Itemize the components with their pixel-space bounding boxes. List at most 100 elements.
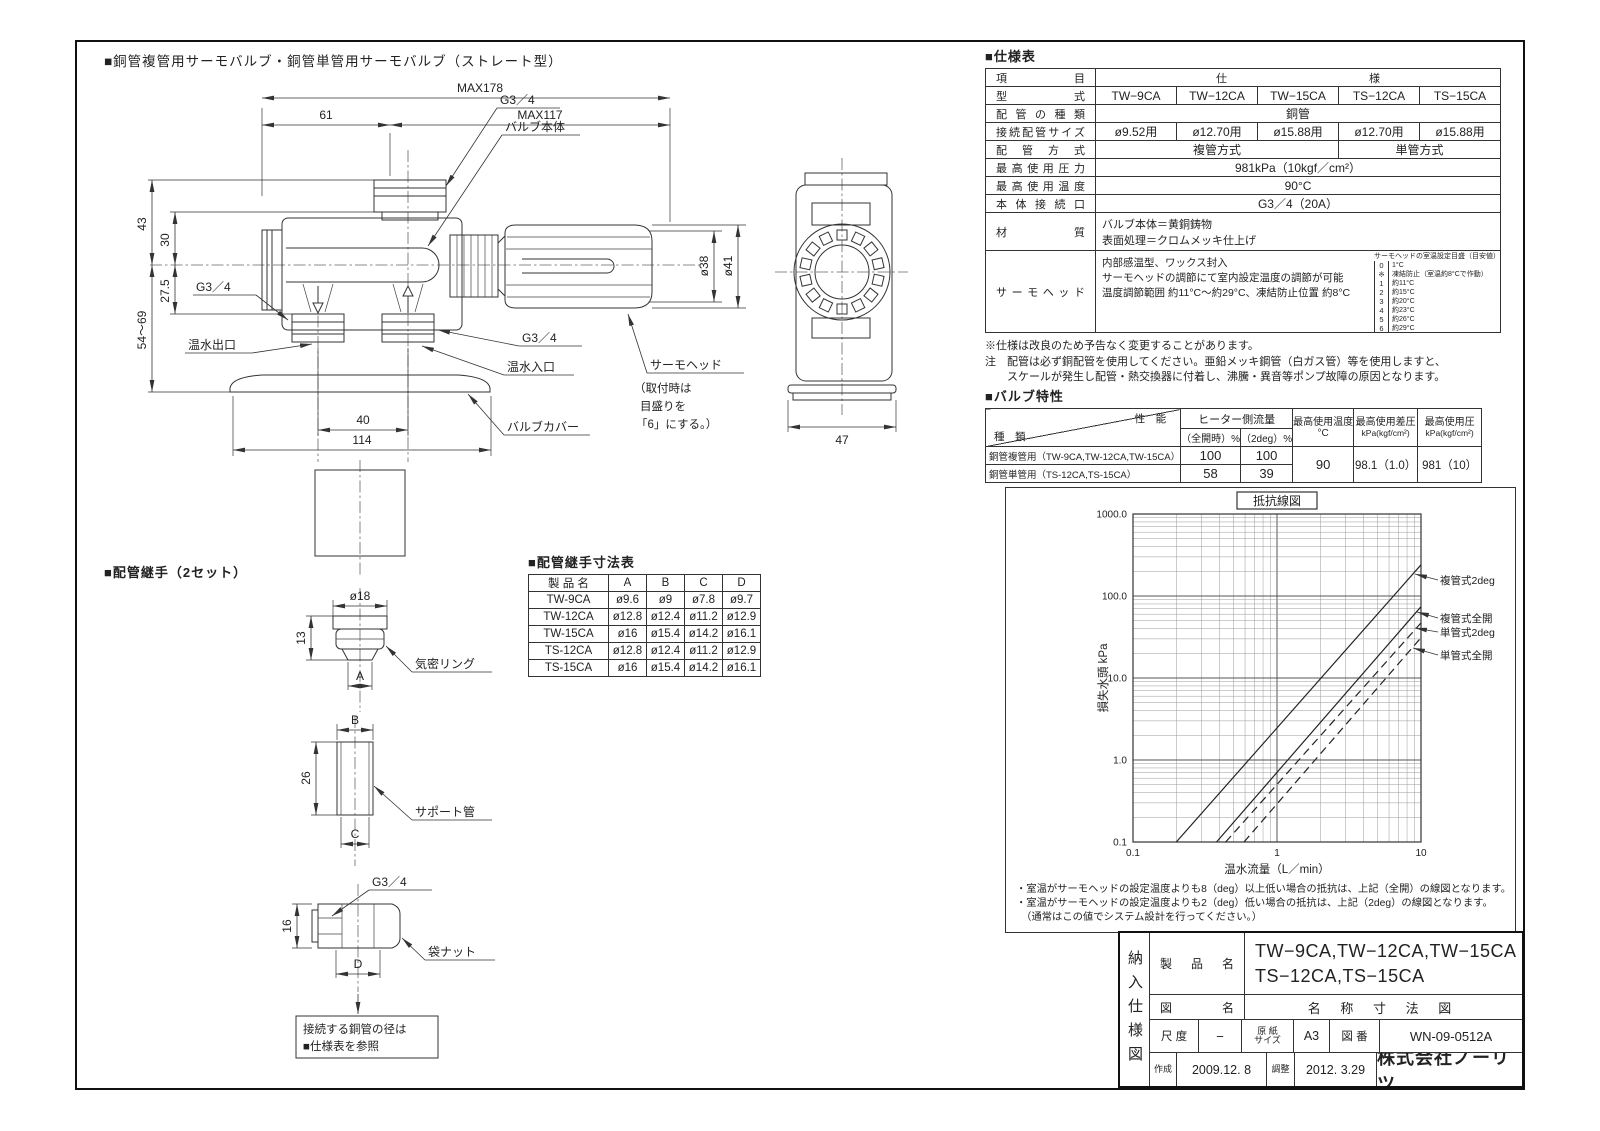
scale-label: 尺 度 bbox=[1150, 1020, 1199, 1052]
note-line: ・室温がサーモヘッドの設定温度よりも8（deg）以上低い場合の抵抗は、上記（全開… bbox=[1016, 884, 1512, 895]
thermo-line: 内部感温型、ワックス封入 bbox=[1102, 257, 1228, 269]
dim-27-5: 27.5 bbox=[158, 279, 172, 303]
table-row: サーモヘッド 内部感温型、ワックス封入 サーモヘッドの調節にて室内設定温度の調節… bbox=[985, 250, 1501, 333]
product-names: TW−9CA,TW−12CA,TW−15CA TS−12CA,TS−15CA bbox=[1245, 933, 1522, 994]
cell: ø12.8 bbox=[608, 642, 647, 660]
drawing-number-value: WN-09-0512A bbox=[1409, 1028, 1493, 1044]
note-line: （通常はこの値でシステム設計を行ってください。） bbox=[1016, 912, 1262, 923]
row-label: 型式 bbox=[985, 86, 1096, 105]
adjusted-label: 調整 bbox=[1267, 1053, 1295, 1086]
row-label: 材質 bbox=[985, 212, 1096, 251]
cell: ø16 bbox=[608, 659, 647, 677]
label-g34-nut: G3／4 bbox=[372, 875, 407, 889]
stem-section bbox=[314, 469, 406, 557]
dim-a: A bbox=[356, 669, 364, 683]
inner-tube bbox=[286, 247, 440, 283]
table-row: 製 品 名 A B C D bbox=[528, 574, 761, 592]
y-axis-label: 損失水頭 kPa bbox=[1096, 643, 1110, 713]
row-label: 最高使用温度 bbox=[985, 176, 1096, 195]
legend-entry: 複管式全開 bbox=[1440, 612, 1493, 625]
model-name: TW−15CA bbox=[1257, 86, 1339, 105]
label-valve-body: バルブ本体 bbox=[505, 119, 565, 134]
cell: ø12.4 bbox=[646, 608, 685, 626]
fitting-note-line2: ■仕様表を参照 bbox=[303, 1039, 379, 1053]
svg-text:0.1: 0.1 bbox=[1126, 848, 1140, 859]
flow-group-header: ヒーター側流量 bbox=[1180, 408, 1294, 429]
max-diff-header: 最高使用差圧 kPa(kgf/cm²) bbox=[1353, 408, 1419, 447]
chart-notes: ・室温がサーモヘッドの設定温度よりも8（deg）以上低い場合の抵抗は、上記（全開… bbox=[1006, 883, 1515, 925]
dial-value: 約15°C bbox=[1392, 289, 1415, 296]
max-temp-header: 最高使用温度 °C bbox=[1292, 408, 1355, 447]
date-row: 作成 2009.12. 8 調整 2012. 3.29 株式会社ノーリツ bbox=[1150, 1053, 1522, 1086]
cell: TW-12CA bbox=[528, 608, 609, 626]
spec-table: 項目 仕様 型式 TW−9CA TW−12CA TW−15CA TS−12CA … bbox=[985, 68, 1501, 333]
cell: 39 bbox=[1239, 464, 1294, 483]
cell: ø7.8 bbox=[684, 591, 723, 609]
thermo-description: 内部感温型、ワックス封入 サーモヘッドの調節にて室内設定温度の調節が可能 温度調… bbox=[1097, 252, 1500, 302]
dial-value: 約23°C bbox=[1392, 307, 1415, 314]
cell: ø9.6 bbox=[608, 591, 647, 609]
thermo-head-cap bbox=[504, 224, 653, 309]
label-hot-water-inlet: 温水入口 bbox=[507, 360, 555, 374]
product-row: 製品名 TW−9CA,TW−12CA,TW−15CA TS−12CA,TS−15… bbox=[1150, 933, 1522, 996]
dial-symbol: 3 bbox=[1374, 297, 1389, 306]
valve-table-title: ■バルブ特性 bbox=[985, 389, 1064, 404]
cell: ø12.4 bbox=[646, 642, 685, 660]
dim-b: B bbox=[351, 713, 359, 727]
diag-performance: 性 能 bbox=[1134, 413, 1167, 425]
label-cap-nut: 袋ナット bbox=[428, 945, 476, 959]
row-label: 配管方式 bbox=[985, 140, 1096, 159]
cell: TW-15CA bbox=[528, 625, 609, 643]
thermo-line: サーモヘッドの調節にて室内設定温度の調節が可能 bbox=[1102, 272, 1344, 284]
row-label: サーモヘッド bbox=[985, 250, 1096, 333]
cell: ø9 bbox=[646, 591, 685, 609]
valve-technical-drawing: MAX178 61 MAX117 43 30 27.5 54〜69 bbox=[135, 81, 908, 1059]
drawing-name-label: 図名 bbox=[1150, 995, 1245, 1020]
drawing-name-value: 名 称 寸 法 図 bbox=[1307, 1000, 1460, 1016]
svg-text:1: 1 bbox=[1274, 848, 1280, 859]
fitting-table-title: ■配管継手寸法表 bbox=[528, 555, 635, 570]
cell: 複管方式 bbox=[1095, 140, 1339, 159]
spec-section: ■仕様表 項目 仕様 型式 TW−9CA TW−12CA TW−15CA TS−… bbox=[985, 46, 1501, 386]
label-g34-left: G3／4 bbox=[196, 280, 231, 294]
dim-d41: ø41 bbox=[721, 255, 735, 276]
dim-61: 61 bbox=[319, 108, 333, 122]
max-press-header: 最高使用圧 kPa(kgf/cm²) bbox=[1417, 408, 1483, 447]
header-item: 項目 bbox=[985, 68, 1096, 87]
svg-text:10.0: 10.0 bbox=[1108, 674, 1128, 685]
valve-characteristics-table: 性 能 種 類 ヒーター側流量 最高使用温度 °C 最高使用差圧 kPa(kgf… bbox=[984, 408, 1483, 483]
model-name: TW−9CA bbox=[1095, 86, 1177, 105]
cell: バルブ本体＝黄銅鋳物 表面処理＝クロムメッキ仕上げ bbox=[1095, 212, 1501, 251]
cell: ø12.9 bbox=[722, 642, 761, 660]
bottom-ports bbox=[291, 283, 435, 343]
diag-kind: 種 類 bbox=[994, 431, 1026, 443]
created-label: 作成 bbox=[1150, 1053, 1177, 1086]
label-thermo-head: サーモヘッド bbox=[650, 358, 722, 372]
note-line: スケールが発生し配管・熱交換器に付着し、沸騰・異音等ポンプ故障の原因となります。 bbox=[985, 371, 1446, 383]
cell-max-diff: 98.1（1.0） bbox=[1353, 446, 1419, 483]
cell: ø16 bbox=[608, 625, 647, 643]
cell: 銅管 bbox=[1095, 104, 1501, 123]
table-row: 型式 TW−9CA TW−12CA TW−15CA TS−12CA TS−15C… bbox=[985, 86, 1501, 105]
dial-value: 凍結防止（室温約8°Cで作動） bbox=[1392, 271, 1488, 278]
title-block: 納入仕様図 製品名 TW−9CA,TW−12CA,TW−15CA TS−12CA… bbox=[1118, 931, 1524, 1088]
dim-d: D bbox=[354, 957, 363, 971]
header-line: 最高使用温度 bbox=[1293, 416, 1354, 428]
product-line: TW−9CA,TW−12CA,TW−15CA bbox=[1255, 940, 1517, 961]
material-line: 表面処理＝クロムメッキ仕上げ bbox=[1102, 234, 1256, 247]
spec-notes: ※仕様は改良のため予告なく変更することがあります。 注 配管は必ず銅配管を使用し… bbox=[985, 339, 1501, 386]
cell: 90°C bbox=[1095, 176, 1501, 195]
fitting-note-line1: 接続する銅管の径は bbox=[303, 1022, 407, 1036]
column-header: B bbox=[646, 574, 685, 592]
material-line: バルブ本体＝黄銅鋳物 bbox=[1102, 218, 1212, 231]
dim-16: 16 bbox=[280, 919, 294, 933]
cell: ø12.70用 bbox=[1176, 122, 1258, 141]
